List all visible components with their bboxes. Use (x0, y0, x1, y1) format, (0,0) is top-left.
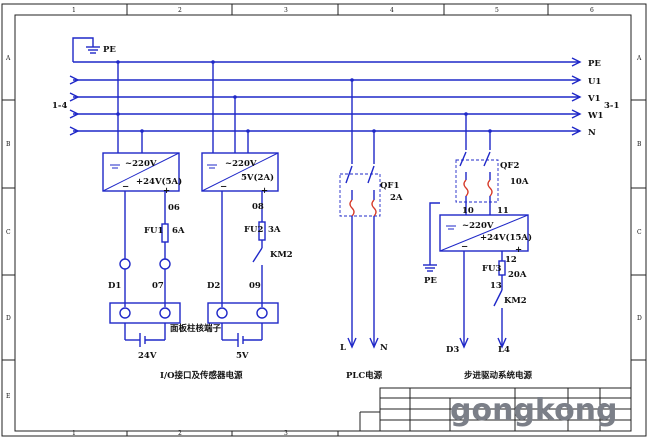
bus-label-w1: W1 (587, 111, 604, 121)
bottom-mark-1: 1 (72, 430, 76, 437)
top-mark-1: 1 (72, 7, 76, 14)
inner-frame (14, 14, 632, 432)
right-border-marks: A B C D (631, 55, 646, 361)
d1-lamp-2 (159, 258, 171, 270)
right-mark-a: A (636, 55, 642, 62)
qf2-label: QF2 (500, 161, 519, 171)
d2-label: D2 (207, 281, 220, 291)
fu2-label: FU2 (244, 225, 263, 235)
psu3-block (439, 214, 529, 252)
bottom-border-marks: 1 2 3 (72, 430, 339, 437)
left-mark-d: D (6, 315, 11, 322)
qf1-rating: 2A (390, 193, 403, 203)
top-mark-2: 2 (178, 7, 182, 14)
bus-label-u1: U1 (588, 77, 601, 87)
qf1-breaker (339, 173, 381, 217)
left-mark-a: A (5, 55, 11, 62)
psu2-input-label: ~220V (225, 159, 257, 169)
psu1-block: ~220V +24V(5A) − + (102, 62, 182, 196)
d3-label: D3 (446, 345, 459, 355)
top-mark-3: 3 (284, 7, 288, 14)
stepper-circuit: QF2 10A 10 11 ~220V +24V(15A) − + PE 12 … (423, 114, 533, 381)
fu1-rating: 6A (172, 226, 185, 236)
psu1-plus: + (163, 186, 170, 196)
wire-07: 07 (152, 281, 164, 291)
battery-24v-label: 24V (138, 351, 157, 361)
km2-contact-label: KM2 (270, 250, 293, 260)
qf2-breaker (455, 159, 499, 203)
watermark-gongkong: gongkong (450, 393, 618, 428)
fu2-rating: 3A (268, 225, 281, 235)
right-mark-b: B (637, 141, 642, 148)
bus-left-ref: 1-4 (52, 101, 67, 111)
bus-label-v1: V1 (587, 94, 601, 104)
top-mark-5: 5 (495, 7, 499, 14)
plc-n-label: N (380, 343, 388, 353)
d1-lamp (119, 258, 131, 270)
top-mark-4: 4 (390, 7, 394, 14)
psu2-plus: + (261, 186, 268, 196)
psu3-plus: + (515, 245, 522, 255)
left-mark-c: C (6, 229, 11, 236)
wire-06: 06 (168, 203, 180, 213)
left-mark-b: B (6, 141, 11, 148)
fu3-rating: 20A (508, 270, 527, 280)
psu3-output-label: +24V(15A) (480, 232, 532, 243)
terminal-board-label: 面板柱核端子 (170, 323, 222, 334)
psu2-output-label: 5V(2A) (241, 172, 274, 183)
qf1-label: QF1 (380, 181, 399, 191)
bus-label-pe: PE (588, 59, 601, 69)
bottom-mark-2: 2 (178, 430, 182, 437)
wire-09: 09 (249, 281, 261, 291)
km2-stepper-label: KM2 (504, 296, 527, 306)
psu1-minus: − (122, 182, 129, 192)
psu3-pe-label: PE (424, 276, 437, 286)
fu1-label: FU1 (144, 226, 163, 236)
busbars (69, 57, 582, 136)
bus-right-ref: 3-1 (604, 101, 619, 111)
pe-ground-top: PE (72, 37, 116, 62)
wire-13: 13 (490, 281, 502, 291)
wire-08: 08 (252, 202, 264, 212)
qf2-rating: 10A (510, 177, 529, 187)
io-circuit: 06 FU1 6A D1 07 08 FU2 3A KM2 D2 09 面板柱核… (108, 191, 293, 381)
psu1-output-label: +24V(5A) (136, 176, 182, 187)
psu2-minus: − (220, 182, 227, 192)
right-mark-c: C (637, 229, 642, 236)
plc-circuit-title: PLC电源 (346, 370, 383, 381)
terminal-board-5v (207, 302, 279, 324)
wire-11: 11 (497, 206, 509, 216)
psu3-input-label: ~220V (462, 221, 494, 231)
left-border-marks: A B C D E (2, 55, 15, 400)
wire-12: 12 (505, 255, 517, 265)
d1-label: D1 (108, 281, 121, 291)
title-block: gongkong (359, 387, 632, 432)
psu2-block: ~220V 5V(2A) − + (201, 62, 279, 196)
plc-l-label: L (340, 343, 346, 353)
plc-circuit: QF1 2A L N PLC电源 (339, 80, 403, 381)
top-border-marks: 1 2 3 4 5 6 (72, 4, 594, 15)
terminal-board-24v (109, 302, 181, 324)
outer-frame (1, 3, 647, 437)
fu3-label: FU3 (482, 264, 501, 274)
battery-5v-label: 5V (236, 351, 249, 361)
right-mark-d: D (637, 315, 642, 322)
bottom-mark-3: 3 (284, 430, 288, 437)
psu3-minus: − (461, 242, 468, 252)
top-mark-6: 6 (590, 7, 594, 14)
wire-10: 10 (462, 206, 474, 216)
bus-label-n: N (588, 128, 596, 138)
pe-ground-label: PE (103, 45, 116, 55)
left-mark-e: E (6, 393, 10, 400)
stepper-circuit-title: 步进驱动系统电源 (464, 370, 533, 381)
l4-label: L4 (498, 345, 510, 355)
io-circuit-title: I/O接口及传感器电源 (160, 370, 243, 381)
psu1-input-label: ~220V (125, 159, 157, 169)
